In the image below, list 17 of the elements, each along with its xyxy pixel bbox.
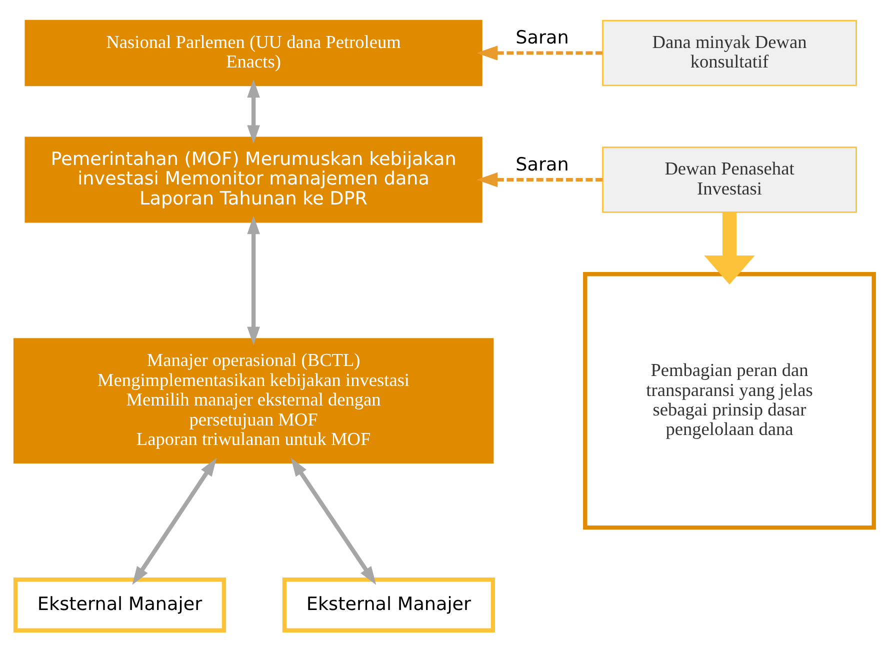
node-box: Pemerintahan (MOF) Merumuskan kebijakan investasi Memonitor manajemen dana Laporan Tahunan ke DPR — [24, 136, 482, 223]
edge-label: Saran — [516, 154, 569, 176]
edge-label: Saran — [516, 28, 569, 49]
arrow — [132, 458, 217, 585]
arrow — [290, 458, 376, 585]
arrow — [247, 79, 260, 144]
node-box: Nasional Parlemen (UU dana Petroleum Enacts) — [24, 20, 482, 86]
arrow — [476, 172, 602, 188]
node-box: Manajer operasional (BCTL) Mengimplementasikan kebijakan investasi Memilih manajer eksternal dengan persetujuan MOF Laporan triwulanan untuk MOF — [13, 338, 494, 464]
node-box: Pembagian peran dan transparansi yang jelas sebagai prinsip dasar pengelolaan dana — [583, 272, 876, 530]
node-box: Eksternal Manajer — [282, 578, 496, 632]
node-box: Eksternal Manajer — [13, 578, 226, 632]
node-box: Dana minyak Dewan konsultatif — [602, 20, 857, 86]
node-box: Dewan Penasehat Investasi — [602, 146, 857, 213]
arrow — [704, 212, 755, 285]
arrow — [476, 46, 602, 60]
arrow — [247, 216, 260, 346]
